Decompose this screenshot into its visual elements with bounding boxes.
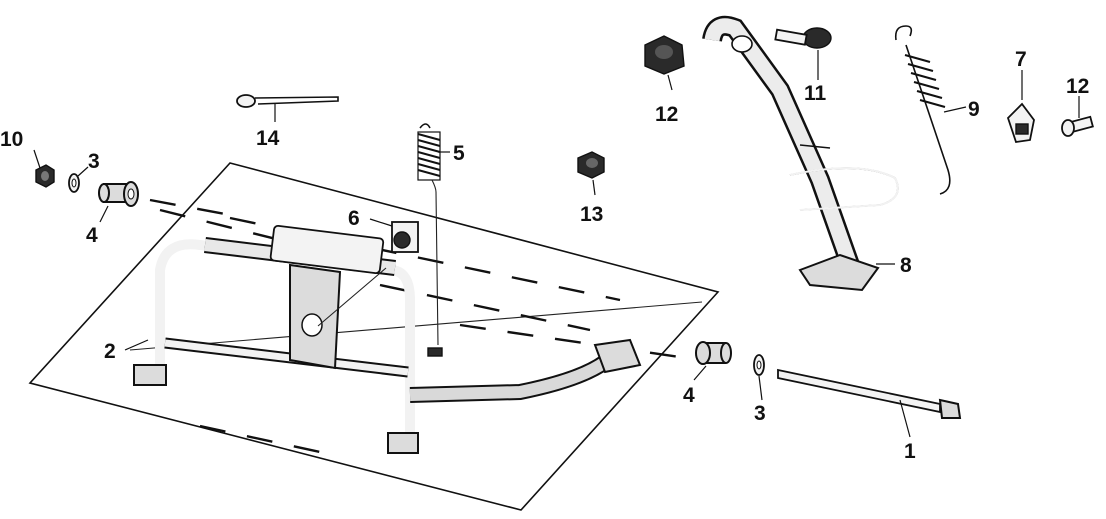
callout-5: 5: [453, 142, 465, 165]
callout-8: 8: [900, 254, 912, 277]
callout-4-left: 4: [86, 224, 98, 247]
part-8-side-stand: [702, 15, 899, 292]
callout-6: 6: [348, 207, 360, 230]
callout-11: 11: [804, 82, 827, 105]
callout-7: 7: [1015, 48, 1027, 71]
part-1-bolt: [777, 368, 962, 419]
callout-13: 12: [1066, 75, 1089, 98]
callout-12-middle: 13: [580, 203, 603, 226]
assembly-plane: [28, 162, 720, 511]
callout-3-right: 3: [754, 402, 766, 425]
plane-inner-line: [129, 301, 703, 351]
part-3-washer-right: [753, 354, 765, 376]
part-6-bracket: [391, 221, 419, 253]
callout-9: 9: [968, 98, 980, 121]
part-2-main-stand: [133, 224, 642, 454]
callout-1: 1: [904, 440, 916, 463]
part-11-bolt: [774, 27, 832, 49]
part-12-capnut-top: [644, 35, 685, 75]
axis-lines: [149, 198, 701, 454]
part-9-spring: [894, 25, 951, 195]
part-7-clip: [1006, 102, 1035, 143]
callout-3-left: 3: [88, 150, 100, 173]
part-5-spring: [417, 123, 441, 346]
part-13-bolt: [1061, 115, 1094, 137]
part-4-bushing-right: [695, 341, 732, 365]
callout-4-right: 4: [683, 384, 695, 407]
part-4-bushing-left: [98, 181, 139, 207]
leader-lines: [33, 50, 1080, 438]
part-10-nut: [35, 164, 55, 188]
part-12-capnut-middle: [577, 151, 605, 179]
callout-12-top: 12: [655, 103, 678, 126]
callout-14: 14: [256, 127, 280, 150]
callout-2: 2: [104, 340, 116, 363]
part-14-cotter-pin: [236, 94, 339, 108]
part-3-washer-left: [68, 173, 80, 193]
callout-10: 10: [0, 128, 23, 151]
